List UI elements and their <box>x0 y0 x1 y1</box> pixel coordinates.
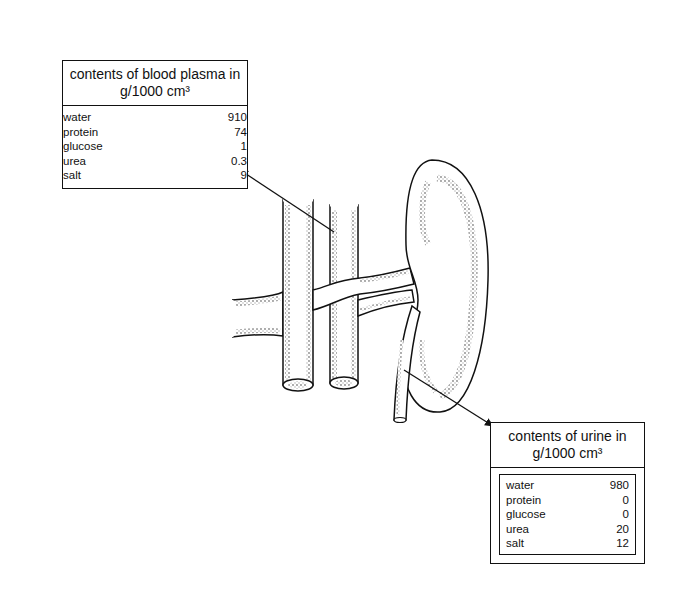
urine-arrow <box>404 370 493 426</box>
kidney <box>404 160 488 412</box>
table-row: protein 0 <box>506 493 629 508</box>
table-title: contents of urine in g/1000 cm³ <box>491 423 644 468</box>
renal-artery <box>358 290 414 316</box>
table-row: glucose 0 <box>506 507 629 522</box>
table-cell: protein <box>506 493 541 508</box>
table-cell: 910 <box>228 110 247 125</box>
table-cell: 0 <box>623 507 629 522</box>
table-cell: glucose <box>63 139 103 154</box>
table-row: glucose 1 <box>63 139 247 154</box>
table-cell: 9 <box>241 168 247 183</box>
table-title: contents of blood plasma in g/1000 cm³ <box>63 61 247 106</box>
table-body: water 910 protein 74 glucose 1 urea 0.3 salt 9 <box>63 106 247 188</box>
ureter <box>394 306 420 423</box>
table-cell: salt <box>63 168 81 183</box>
branch-vessel <box>232 292 283 337</box>
table-cell: urea <box>506 522 529 537</box>
table-cell: 20 <box>616 522 629 537</box>
table-cell: water <box>63 110 91 125</box>
table-cell: 74 <box>234 125 247 140</box>
table-row: urea 0.3 <box>63 154 247 169</box>
table-cell: water <box>506 478 534 493</box>
table-cell: glucose <box>506 507 546 522</box>
table-cell: 1 <box>241 139 247 154</box>
table-row: salt 12 <box>506 536 629 551</box>
table-row: water 910 <box>63 110 247 125</box>
table-cell: 0.3 <box>231 154 247 169</box>
table-row: protein 74 <box>63 125 247 140</box>
table-row: urea 20 <box>506 522 629 537</box>
table-cell: salt <box>506 536 524 551</box>
table-row: salt 9 <box>63 168 247 183</box>
data-table: contents of blood plasma in g/1000 cm³ wa… <box>62 60 248 189</box>
table-cell: 12 <box>616 536 629 551</box>
plasma-arrow <box>240 170 334 232</box>
table-cell: protein <box>63 125 98 140</box>
table-body: water 980 protein 0 glucose 0 urea 20 salt 12 <box>499 474 636 555</box>
vena-cava <box>283 200 313 391</box>
table-cell: 0 <box>623 493 629 508</box>
table-row: water 980 <box>506 478 629 493</box>
data-table: contents of urine in g/1000 cm³water980p… <box>490 422 645 564</box>
table-cell: 980 <box>610 478 629 493</box>
table-cell: urea <box>63 154 86 169</box>
